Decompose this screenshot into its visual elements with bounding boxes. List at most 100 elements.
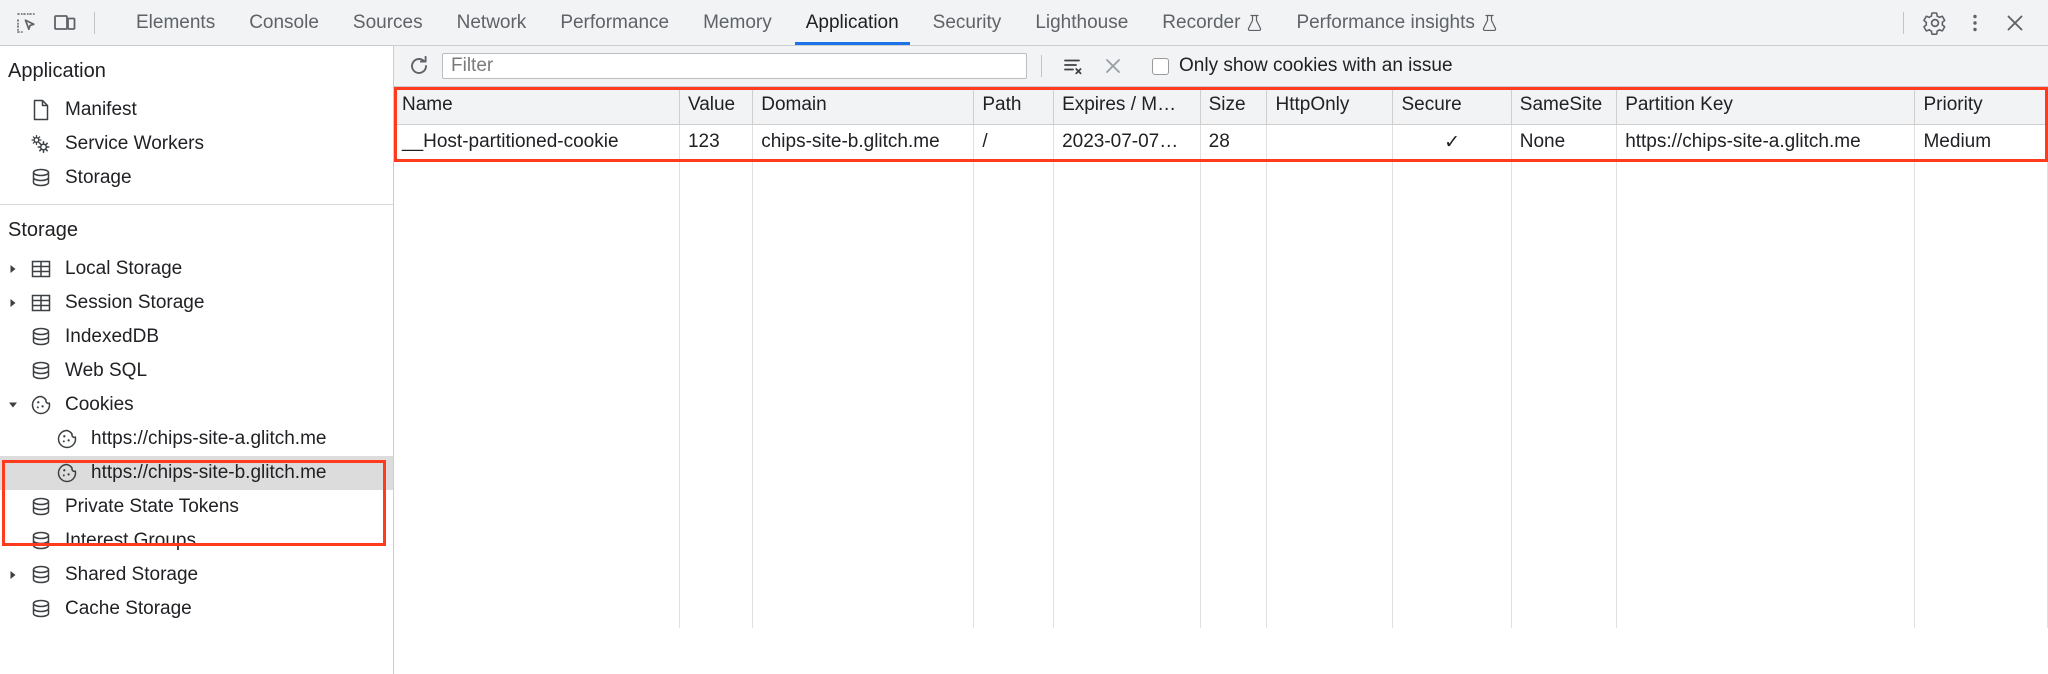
table-filler-row bbox=[394, 196, 2048, 232]
cell-path: / bbox=[973, 124, 1055, 160]
cookie-icon bbox=[52, 462, 82, 484]
table-row[interactable]: __Host-partitioned-cookie 123 chips-site… bbox=[394, 124, 2048, 160]
sidebar-item-label: Service Workers bbox=[65, 133, 205, 154]
sidebar-item-storage[interactable]: Storage bbox=[0, 161, 393, 195]
cell-priority: Medium bbox=[1914, 124, 2048, 160]
column-header-expires[interactable]: Expires / M… bbox=[1053, 87, 1201, 125]
sidebar-item-private-state-tokens[interactable]: Private State Tokens bbox=[0, 490, 393, 524]
tab-performance-insights[interactable]: Performance insights bbox=[1279, 0, 1513, 45]
chevron-right-icon[interactable] bbox=[0, 569, 26, 581]
column-header-partition-key[interactable]: Partition Key bbox=[1616, 87, 1916, 125]
sidebar-item-manifest[interactable]: Manifest bbox=[0, 93, 393, 127]
toolbar-divider bbox=[1903, 11, 1904, 34]
clear-all-cookies-icon[interactable] bbox=[1096, 49, 1130, 83]
column-header-size[interactable]: Size bbox=[1200, 87, 1268, 125]
cookies-table-area: Name Value Domain Path Expires / M… Size… bbox=[394, 87, 2048, 674]
table-filler-row bbox=[394, 268, 2048, 304]
refresh-icon[interactable] bbox=[402, 49, 436, 83]
devtools-tabbar: Elements Console Sources Network Perform… bbox=[0, 0, 2048, 46]
cell-expires: 2023-07-07… bbox=[1053, 124, 1201, 160]
tab-application[interactable]: Application bbox=[789, 0, 916, 45]
gears-icon bbox=[26, 133, 56, 155]
sidebar-item-web-sql[interactable]: Web SQL bbox=[0, 354, 393, 388]
panel-tabs: Elements Console Sources Network Perform… bbox=[119, 0, 1514, 45]
sidebar-item-session-storage[interactable]: Session Storage bbox=[0, 286, 393, 320]
cookies-filter-toolbar: Only show cookies with an issue bbox=[394, 46, 2048, 87]
sidebar-item-cookies-chips-site-a[interactable]: https://chips-site-a.glitch.me bbox=[0, 422, 393, 456]
kebab-menu-icon[interactable] bbox=[1956, 4, 1994, 42]
tab-performance[interactable]: Performance bbox=[543, 0, 686, 45]
sidebar-item-label: Local Storage bbox=[65, 258, 183, 279]
tab-sources[interactable]: Sources bbox=[336, 0, 440, 45]
sidebar-item-cookies[interactable]: Cookies bbox=[0, 388, 393, 422]
tab-label: Elements bbox=[136, 11, 216, 33]
inspect-element-icon[interactable] bbox=[8, 4, 46, 42]
cell-name: __Host-partitioned-cookie bbox=[394, 124, 680, 160]
tab-lighthouse[interactable]: Lighthouse bbox=[1018, 0, 1145, 45]
sidebar-item-label: Session Storage bbox=[65, 292, 205, 313]
column-header-secure[interactable]: Secure bbox=[1392, 87, 1512, 125]
clear-filtered-cookies-icon[interactable] bbox=[1056, 49, 1090, 83]
table-filler-row bbox=[394, 484, 2048, 520]
chevron-right-icon[interactable] bbox=[0, 263, 26, 275]
cell-value: 123 bbox=[679, 124, 754, 160]
sidebar-item-cookies-chips-site-b[interactable]: https://chips-site-b.glitch.me bbox=[0, 456, 393, 490]
column-header-path[interactable]: Path bbox=[973, 87, 1055, 125]
sidebar-item-interest-groups[interactable]: Interest Groups bbox=[0, 524, 393, 558]
tab-elements[interactable]: Elements bbox=[119, 0, 232, 45]
table-filler-row bbox=[394, 520, 2048, 556]
cookie-icon bbox=[26, 394, 56, 416]
sidebar-item-label: Web SQL bbox=[65, 360, 148, 381]
column-header-name[interactable]: Name bbox=[394, 87, 680, 125]
sidebar-item-shared-storage[interactable]: Shared Storage bbox=[0, 558, 393, 592]
application-sidebar: Application Manifest Service Workers bbox=[0, 46, 394, 674]
table-icon bbox=[26, 259, 56, 279]
tab-console[interactable]: Console bbox=[232, 0, 336, 45]
toolbar-divider bbox=[94, 11, 95, 34]
cell-secure: ✓ bbox=[1392, 124, 1512, 160]
tab-security[interactable]: Security bbox=[916, 0, 1019, 45]
tab-recorder[interactable]: Recorder bbox=[1145, 0, 1279, 45]
column-header-domain[interactable]: Domain bbox=[752, 87, 975, 125]
sidebar-item-indexeddb[interactable]: IndexedDB bbox=[0, 320, 393, 354]
sidebar-section-title-storage: Storage bbox=[8, 219, 79, 241]
chevron-down-icon[interactable] bbox=[0, 399, 26, 411]
sidebar-item-label: Manifest bbox=[65, 99, 137, 120]
close-icon[interactable] bbox=[1996, 4, 2034, 42]
column-header-samesite[interactable]: SameSite bbox=[1511, 87, 1618, 125]
sidebar-item-label: Private State Tokens bbox=[65, 496, 239, 517]
cookies-table: Name Value Domain Path Expires / M… Size… bbox=[394, 87, 2048, 628]
filter-input[interactable] bbox=[442, 53, 1027, 79]
gear-icon[interactable] bbox=[1916, 4, 1954, 42]
sidebar-divider bbox=[0, 204, 393, 205]
cell-partition-key: https://chips-site-a.glitch.me bbox=[1616, 124, 1916, 160]
table-filler-row bbox=[394, 340, 2048, 376]
tab-network[interactable]: Network bbox=[440, 0, 544, 45]
sidebar-item-cache-storage[interactable]: Cache Storage bbox=[0, 592, 393, 626]
sidebar-item-label: IndexedDB bbox=[65, 326, 160, 347]
sidebar-item-service-workers[interactable]: Service Workers bbox=[0, 127, 393, 161]
chevron-right-icon[interactable] bbox=[0, 297, 26, 309]
device-toolbar-icon[interactable] bbox=[46, 4, 84, 42]
cell-httponly bbox=[1266, 124, 1394, 160]
column-header-value[interactable]: Value bbox=[679, 87, 754, 125]
tab-memory[interactable]: Memory bbox=[686, 0, 789, 45]
toolbar-divider bbox=[1041, 55, 1042, 77]
column-header-httponly[interactable]: HttpOnly bbox=[1266, 87, 1394, 125]
table-header-row: Name Value Domain Path Expires / M… Size… bbox=[394, 87, 2048, 125]
sidebar-item-label: https://chips-site-b.glitch.me bbox=[91, 462, 327, 483]
tab-label: Lighthouse bbox=[1035, 11, 1129, 33]
tab-label: Console bbox=[249, 11, 319, 33]
sidebar-item-label: Shared Storage bbox=[65, 564, 199, 585]
sidebar-item-local-storage[interactable]: Local Storage bbox=[0, 252, 393, 286]
sidebar-item-label: Storage bbox=[65, 167, 132, 188]
only-show-issues-checkbox[interactable] bbox=[1152, 57, 1169, 75]
table-filler-row bbox=[394, 448, 2048, 484]
tab-label: Memory bbox=[703, 11, 772, 33]
database-icon bbox=[26, 530, 56, 552]
column-header-priority[interactable]: Priority bbox=[1914, 87, 2048, 125]
only-show-issues-toggle[interactable]: Only show cookies with an issue bbox=[1152, 55, 1453, 77]
table-icon bbox=[26, 293, 56, 313]
database-icon bbox=[26, 326, 56, 348]
sidebar-item-label: https://chips-site-a.glitch.me bbox=[91, 428, 327, 449]
